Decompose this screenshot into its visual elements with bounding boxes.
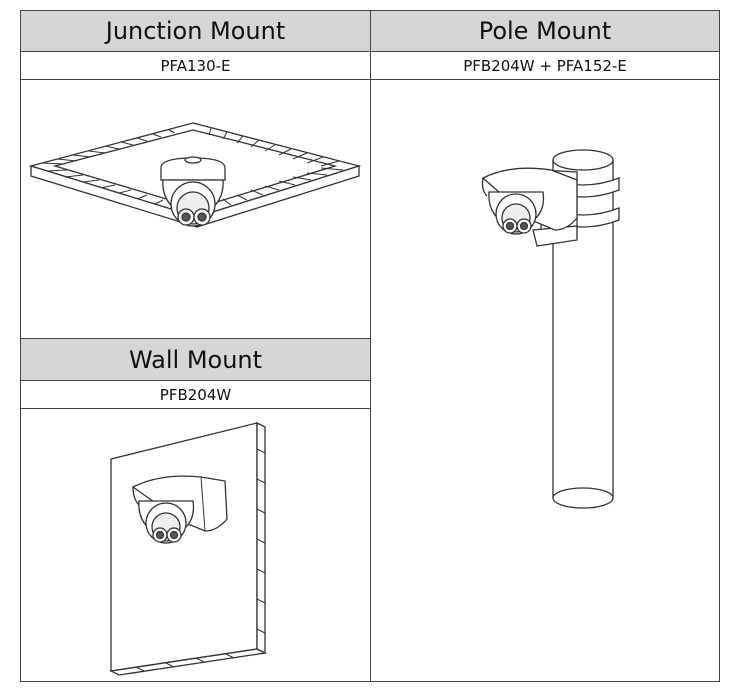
junction-mount-title: Junction Mount bbox=[105, 17, 286, 45]
column-divider bbox=[370, 10, 371, 682]
wall-mount-model: PFB204W bbox=[21, 381, 370, 408]
wall-model-divider bbox=[20, 408, 370, 409]
pole-mount-header: Pole Mount bbox=[371, 11, 719, 51]
junction-mount-header: Junction Mount bbox=[21, 11, 370, 51]
junction-mount-model-text: PFA130-E bbox=[160, 56, 231, 75]
junction-mount-illustration bbox=[28, 122, 362, 228]
model-divider bbox=[20, 79, 720, 80]
junction-mount-model: PFA130-E bbox=[21, 52, 370, 79]
header-divider bbox=[20, 51, 720, 52]
wall-top-divider bbox=[20, 338, 370, 339]
pole-mount-title: Pole Mount bbox=[478, 17, 612, 45]
pole-mount-model: PFB204W + PFA152-E bbox=[371, 52, 719, 79]
wall-mount-title: Wall Mount bbox=[128, 345, 263, 374]
wall-header-divider bbox=[20, 380, 370, 381]
pole-mount-illustration bbox=[481, 149, 620, 509]
wall-mount-header: Wall Mount bbox=[21, 339, 370, 380]
wall-mount-illustration bbox=[108, 421, 268, 676]
pole-mount-model-text: PFB204W + PFA152-E bbox=[463, 56, 627, 75]
wall-mount-model-text: PFB204W bbox=[159, 385, 232, 404]
